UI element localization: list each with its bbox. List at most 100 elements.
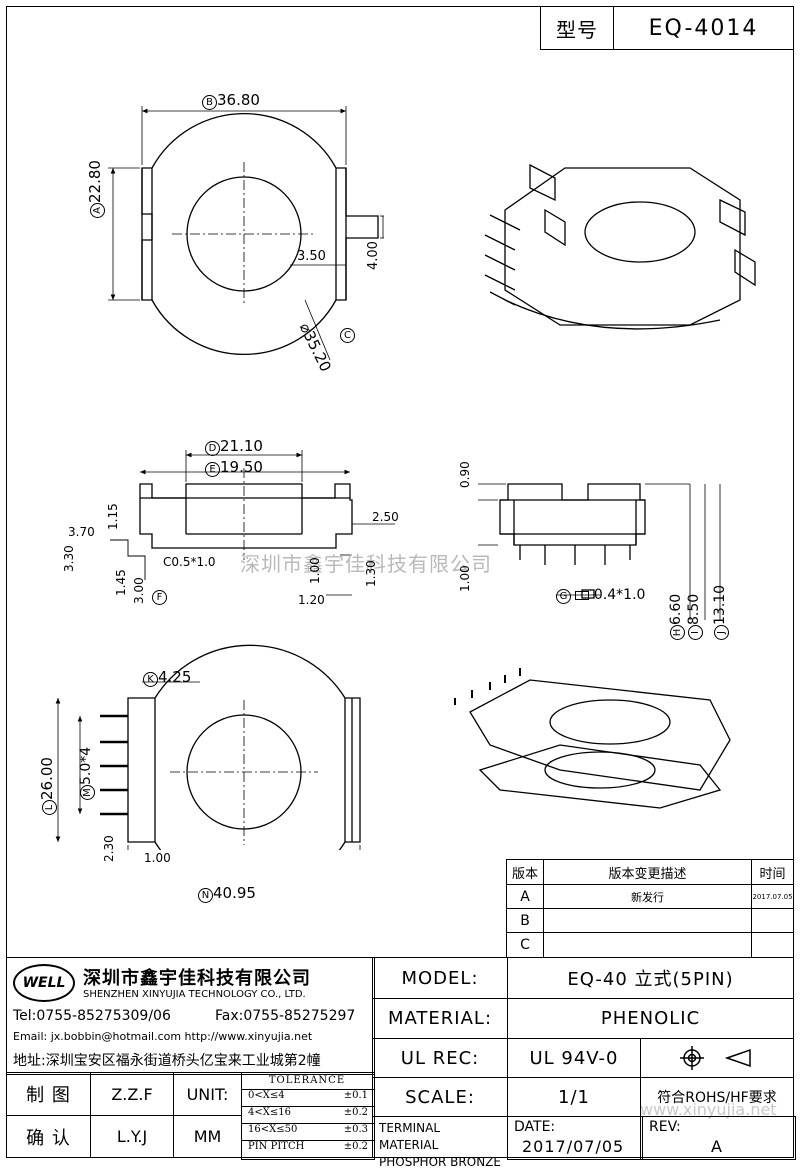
- type-label-cell: 型号: [540, 6, 614, 50]
- circle-G: G: [556, 589, 571, 604]
- dim-A-value: 22.80: [86, 160, 104, 203]
- tolerance-title: TOLERANCE: [268, 1075, 346, 1086]
- dim-H: H6.60: [668, 594, 685, 640]
- rev-header-version: 版本: [506, 859, 544, 885]
- rev-label: REV:: [649, 1119, 681, 1135]
- scale-label-cell: SCALE:: [372, 1077, 508, 1117]
- rev-row-3-version: C: [506, 932, 544, 958]
- dim-M: M5.0*4: [78, 747, 95, 800]
- dim-J: J13.10: [712, 585, 729, 640]
- rev-value: A: [711, 1137, 722, 1156]
- dim-3-30: 3.30: [62, 545, 76, 572]
- dim-0-90: 0.90: [458, 461, 472, 488]
- draw-value-cell: Z.Z.F: [90, 1072, 174, 1116]
- bottom-view: [55, 644, 361, 850]
- watermark-url: www.xinyujia.net: [640, 1100, 777, 1119]
- dim-K-value: 4.25: [158, 668, 192, 686]
- tolerance-range: 0<X≤4: [248, 1090, 285, 1101]
- unit-label-cell: UNIT:: [173, 1072, 242, 1116]
- confirm-label-cell: 确 认: [6, 1115, 91, 1158]
- tolerance-row-2: 4<X≤16±0.2: [242, 1106, 374, 1120]
- dim-1-20: 1.20: [298, 593, 325, 607]
- circle-N: N: [198, 888, 213, 903]
- confirm-label: 确 认: [26, 1127, 71, 1149]
- dim-1-00b: 1.00: [458, 565, 472, 592]
- dim-L: L26.00: [38, 757, 57, 815]
- dim-3-00: 3.00: [132, 577, 146, 604]
- dim-chamfer: C0.5*1.0: [163, 555, 216, 569]
- dim-slot-w: 3.50: [297, 249, 326, 264]
- rev-row-2-desc: [543, 908, 752, 933]
- tolerance-range: 4<X≤16: [248, 1107, 291, 1118]
- dim-H-value: 6.60: [668, 593, 684, 625]
- circle-L: L: [42, 800, 57, 815]
- dim-G: G 0.4*1.0: [556, 587, 645, 604]
- terminal-material-cell: TERMINAL MATERIAL PHOSPHOR BRONZE: [372, 1116, 508, 1169]
- terminal-material-label: TERMINAL MATERIAL: [379, 1121, 441, 1152]
- unit-value: MM: [193, 1127, 222, 1146]
- tolerance-range: PIN PITCH: [248, 1141, 305, 1152]
- side-view: [110, 450, 395, 596]
- rohs-cell: 符合ROHS/HF要求: [640, 1077, 794, 1117]
- iso-view-bottom: [454, 668, 731, 809]
- watermark-company: 深圳市鑫宇佳科技有限公司: [240, 552, 492, 576]
- circle-I: I: [688, 625, 703, 640]
- confirm-value: L.Y.J: [116, 1127, 148, 1146]
- rev-cell: REV: A: [640, 1116, 796, 1160]
- iso-view-top: [484, 163, 756, 330]
- dim-I: I8.50: [686, 594, 703, 640]
- dim-3-70: 3.70: [68, 525, 95, 539]
- company-address: 地址:深圳宝安区福永街道桥头亿宝来工业城第2幢: [13, 1053, 321, 1069]
- revision-table: 版本 版本变更描述 时间 A 新发行 2017.07.05 B C: [506, 859, 794, 958]
- scale-value: 1/1: [558, 1086, 590, 1108]
- circle-F: F: [152, 590, 167, 605]
- ulrec-label: UL REC:: [400, 1047, 480, 1069]
- tolerance-value: ±0.3: [343, 1124, 368, 1135]
- model-label-cell: MODEL:: [372, 957, 508, 999]
- rev-row-3-desc: [543, 932, 752, 958]
- tolerance-table: TOLERANCE 0<X≤4±0.1 4<X≤16±0.2 16<X≤50±0…: [241, 1072, 375, 1160]
- dim-slot-h: 4.00: [366, 241, 381, 270]
- type-label: 型号: [556, 17, 598, 42]
- projection-symbol-cell: [640, 1038, 794, 1078]
- draw-value: Z.Z.F: [111, 1084, 153, 1104]
- rev-header-date: 时间: [751, 859, 794, 885]
- tolerance-row-1: 0<X≤4 ±0.1: [242, 1089, 374, 1103]
- circle-H: H: [670, 625, 685, 640]
- front-view: [478, 483, 721, 620]
- rev-row-2-version: B: [506, 908, 544, 933]
- circle-J: J: [714, 625, 729, 640]
- dim-I-value: 8.50: [686, 593, 702, 625]
- material-value-cell: PHENOLIC: [507, 998, 794, 1039]
- dim-1-00c: 1.00: [144, 851, 171, 865]
- dim-M-value: 5.0*4: [78, 746, 94, 785]
- ulrec-label-cell: UL REC:: [372, 1038, 508, 1078]
- technical-drawing: [55, 106, 756, 850]
- dim-J-value: 13.10: [712, 584, 728, 625]
- material-label-cell: MATERIAL:: [372, 998, 508, 1039]
- company-email: Email: jx.bobbin@hotmail.com http://www.…: [13, 1030, 313, 1043]
- terminal-material-value: PHOSPHOR BRONZE: [379, 1155, 501, 1169]
- rev-row-3-date: [751, 932, 794, 958]
- model-value-cell: EQ-40 立式(5PIN): [507, 957, 794, 999]
- rev-row-1-date: 2017.07.05: [751, 884, 794, 909]
- company-name-cn: 深圳市鑫宇佳科技有限公司: [83, 968, 311, 989]
- company-logo: WELL: [13, 964, 75, 1002]
- material-value: PHENOLIC: [600, 1008, 701, 1029]
- unit-value-cell: MM: [173, 1115, 242, 1158]
- tolerance-value: ±0.1: [343, 1090, 368, 1101]
- circle-K: K: [143, 672, 158, 687]
- rev-row-2-date: [751, 908, 794, 933]
- circle-D: D: [205, 441, 220, 456]
- rev-row-1-desc: 新发行: [543, 884, 752, 909]
- pin-rect-icon: [575, 590, 590, 600]
- company-name-en: SHENZHEN XINYUJIA TECHNOLOGY CO., LTD.: [83, 989, 306, 1000]
- top-view: [108, 106, 384, 361]
- draw-label-cell: 制 图: [6, 1072, 91, 1116]
- date-value: 2017/07/05: [522, 1137, 625, 1156]
- ulrec-value: UL 94V-0: [529, 1047, 619, 1069]
- draw-label: 制 图: [26, 1085, 71, 1106]
